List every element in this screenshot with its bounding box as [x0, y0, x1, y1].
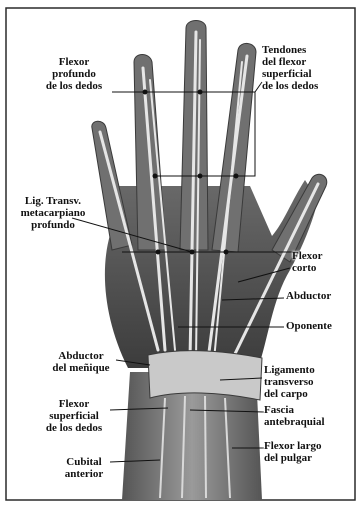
label-cubital-anterior: Cubital anterior — [56, 456, 112, 480]
label-fascia-antebraquial: Fascia antebraquial — [264, 404, 346, 428]
carpal-ligament-band — [148, 351, 262, 400]
label-oponente: Oponente — [286, 320, 348, 332]
label-lig-transv: Lig. Transv. metacarpiano profundo — [12, 195, 94, 231]
label-tendones-flexor-superficial: Tendones del flexor superficial de los d… — [262, 44, 342, 92]
label-flexor-corto: Flexor corto — [292, 250, 342, 274]
label-abductor: Abductor — [286, 290, 346, 302]
label-ligamento-transverso: Ligamento transverso del carpo — [264, 364, 344, 400]
label-flexor-profundo: Flexor profundo de los dedos — [38, 56, 110, 92]
label-flexor-largo-pulgar: Flexor largo del pulgar — [264, 440, 348, 464]
label-flexor-superficial: Flexor superficial de los dedos — [36, 398, 112, 434]
label-abductor-menique: Abductor del meñique — [44, 350, 118, 374]
